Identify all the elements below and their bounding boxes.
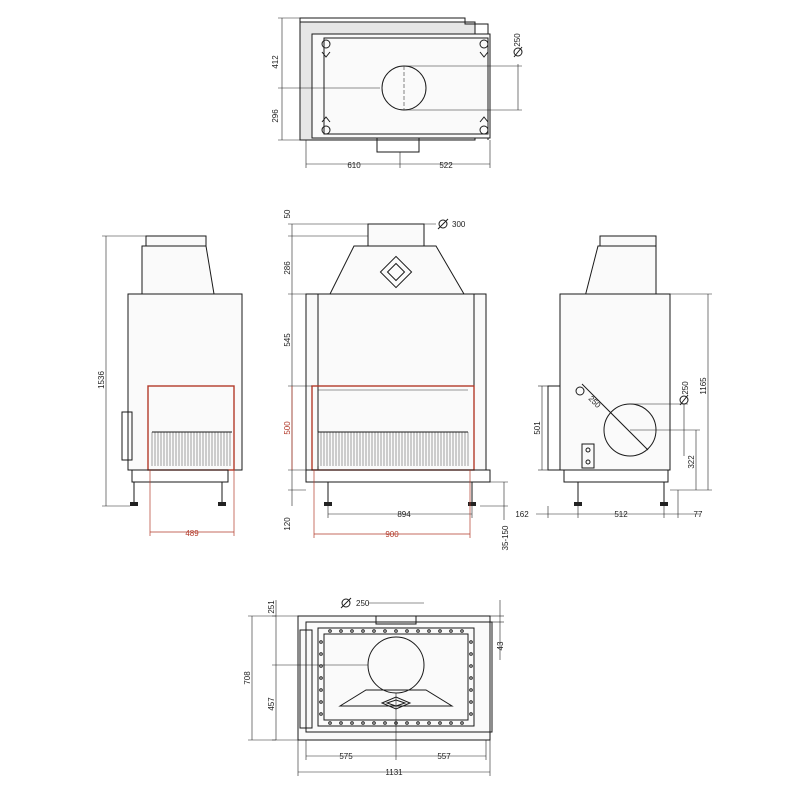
frame-bolt [449, 629, 453, 633]
frame-bolt [328, 629, 332, 633]
dim-296: 296 [271, 109, 280, 123]
dim-1131: 1131 [385, 768, 403, 777]
dim-708: 708 [243, 671, 252, 685]
frame-bolt [319, 640, 323, 644]
frame-bolt [361, 629, 365, 633]
frame-bolt [350, 721, 354, 725]
frame-bolt [469, 688, 473, 692]
frame-bolt [372, 721, 376, 725]
frame-bolt [339, 721, 343, 725]
dim-250: 250 [513, 33, 522, 47]
frame-bolt [361, 721, 365, 725]
frame-bolt [469, 712, 473, 716]
dim-50: 50 [283, 209, 292, 218]
dim-322: 322 [687, 455, 696, 469]
frame-bolt [405, 721, 409, 725]
frame-bolt [319, 700, 323, 704]
left-grate [151, 431, 232, 466]
frame-bolt [383, 629, 387, 633]
dim-545: 545 [283, 333, 292, 347]
dim-250-bottom: 250 [356, 599, 370, 608]
diameter-icon [438, 219, 448, 229]
frame-bolt [438, 629, 442, 633]
dim-35-150: 35-150 [501, 525, 510, 550]
frame-bolt [469, 664, 473, 668]
dim-500: 500 [283, 421, 292, 435]
frame-bolt [469, 700, 473, 704]
dim-286: 286 [283, 261, 292, 275]
dim-512: 512 [614, 510, 628, 519]
dim-457: 457 [267, 697, 276, 711]
dim-162: 162 [515, 510, 529, 519]
dim-300: 300 [452, 220, 466, 229]
frame-bolt [427, 721, 431, 725]
dim-501: 501 [533, 421, 542, 435]
frame-bolt [339, 629, 343, 633]
front-view: 300 50 286 545 500 120 894 900 35-150 [283, 209, 510, 550]
frame-bolt [383, 721, 387, 725]
dim-1536: 1536 [97, 371, 106, 389]
bottom-frame-bolts [319, 629, 473, 725]
frame-bolt [469, 652, 473, 656]
dim-77: 77 [694, 510, 703, 519]
bottom-view: 250 251 457 708 43 575 557 1131 [243, 597, 505, 777]
dim-900: 900 [385, 530, 399, 539]
frame-bolt [460, 629, 464, 633]
frame-bolt [319, 652, 323, 656]
frame-bolt [469, 640, 473, 644]
diameter-icon [513, 47, 523, 57]
diameter-icon [679, 395, 689, 405]
diameter-icon [341, 598, 351, 608]
frame-bolt [319, 688, 323, 692]
dim-412: 412 [271, 55, 280, 69]
dim-489: 489 [185, 529, 199, 538]
frame-bolt [328, 721, 332, 725]
frame-bolt [319, 712, 323, 716]
right-view: 250 501 1165 250 322 162 512 77 [515, 235, 712, 519]
frame-bolt [372, 629, 376, 633]
frame-bolt [394, 629, 398, 633]
dim-250-right: 250 [681, 381, 690, 395]
frame-bolt [449, 721, 453, 725]
dim-251: 251 [267, 600, 276, 614]
dim-575: 575 [339, 752, 353, 761]
diameter-icon [575, 386, 585, 396]
left-view: 1536 489 [97, 235, 243, 538]
dim-43: 43 [496, 641, 505, 650]
frame-bolt [416, 629, 420, 633]
frame-bolt [427, 629, 431, 633]
frame-bolt [350, 629, 354, 633]
dim-894: 894 [397, 510, 411, 519]
front-grate [317, 431, 469, 466]
dim-557: 557 [437, 752, 451, 761]
dim-1165: 1165 [699, 377, 708, 395]
dim-610: 610 [347, 161, 361, 170]
frame-bolt [405, 629, 409, 633]
frame-bolt [469, 676, 473, 680]
frame-bolt [416, 721, 420, 725]
dim-120: 120 [283, 517, 292, 531]
dim-522: 522 [439, 161, 453, 170]
top-view: 412 296 250 610 522 [271, 17, 523, 170]
frame-bolt [460, 721, 464, 725]
frame-bolt [438, 721, 442, 725]
frame-bolt [319, 676, 323, 680]
